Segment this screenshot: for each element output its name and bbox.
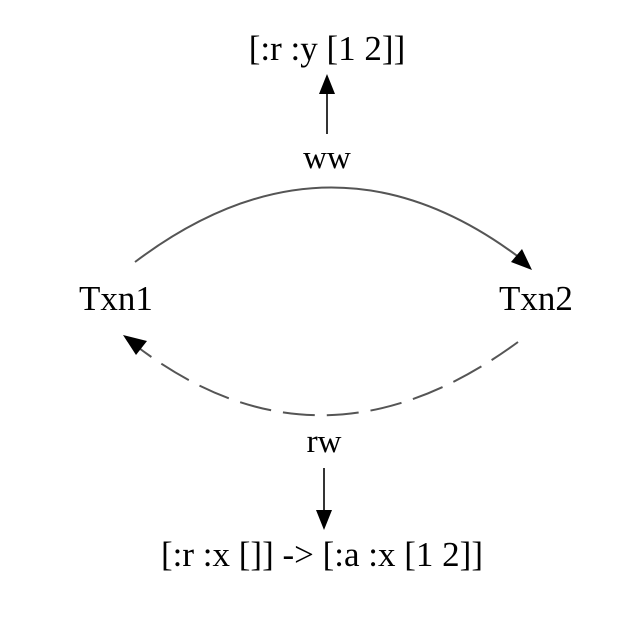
ww-edge-arrowhead: [511, 249, 532, 270]
node-txn1: Txn1: [79, 279, 153, 318]
ww-pointer-arrowhead: [319, 74, 335, 94]
rw-edge-arrowhead: [123, 335, 147, 355]
ww-operation-label: [:r :y [1 2]]: [249, 29, 405, 68]
rw-operation-label: [:r :x []] -> [:a :x [1 2]]: [161, 535, 483, 574]
ww-edge-label: ww: [303, 140, 351, 176]
rw-edge-curve: [134, 341, 519, 417]
rw-edge-label: rw: [307, 424, 342, 460]
rw-pointer-arrowhead: [316, 510, 332, 530]
ww-edge-curve: [134, 186, 521, 263]
node-txn2: Txn2: [499, 279, 573, 318]
